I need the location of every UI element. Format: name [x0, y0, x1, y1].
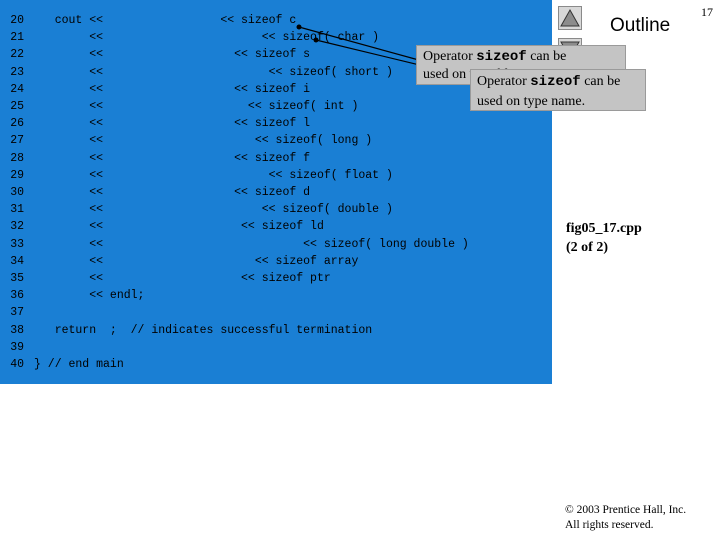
line-number: 22 — [10, 48, 24, 62]
code-line: 37 — [0, 304, 552, 321]
callout-variable-prefix: Operator — [423, 49, 477, 64]
code-text: return ; // indicates successful termina… — [34, 323, 373, 337]
code-text: cout << << sizeof c — [34, 14, 297, 27]
code-text: << << sizeof s — [34, 48, 311, 62]
code-line: 28 << << sizeof f — [0, 150, 552, 167]
code-line: 22 << << sizeof s — [0, 46, 552, 63]
code-line: 33 << << sizeof( long double ) — [0, 236, 552, 253]
code-line: 27 << << sizeof( long ) — [0, 132, 552, 149]
code-text: << << sizeof d — [34, 186, 311, 199]
code-text: << << sizeof( int ) — [34, 100, 359, 113]
outline-title: Outline — [610, 15, 671, 36]
code-text: << << sizeof array — [34, 254, 359, 268]
code-text: << << sizeof( float ) — [34, 168, 393, 182]
code-text: << << sizeof f — [34, 151, 311, 165]
copyright: © 2003 Prentice Hall, Inc. All rights re… — [565, 503, 686, 533]
line-number: 33 — [10, 237, 24, 251]
code-line: 26 << << sizeof l — [0, 115, 552, 132]
callout-type-suffix: can be — [580, 74, 621, 89]
callout-type-code: sizeof — [530, 74, 581, 90]
line-number: 36 — [10, 289, 24, 303]
line-number: 28 — [10, 151, 24, 165]
line-number: 23 — [10, 65, 24, 79]
line-number: 29 — [10, 168, 24, 182]
code-line: 32 << << sizeof ld — [0, 218, 552, 235]
code-line: 30 << << sizeof d — [0, 184, 552, 201]
copyright-line2: All rights reserved. — [565, 519, 654, 531]
code-line: 36 << endl; — [0, 287, 552, 304]
code-line: 25 << << sizeof( int ) — [0, 98, 552, 115]
code-text: << endl; — [34, 289, 145, 303]
code-text: << << sizeof i — [34, 82, 311, 96]
line-number: 34 — [10, 254, 24, 268]
line-number: 37 — [10, 306, 24, 320]
code-text: << << sizeof( short ) — [34, 65, 393, 79]
callout-variable-code: sizeof — [476, 49, 527, 65]
code-line: 24 << << sizeof i — [0, 81, 552, 98]
line-number: 25 — [10, 100, 24, 113]
code-line: 31 << << sizeof( double ) — [0, 201, 552, 218]
copyright-line1: © 2003 Prentice Hall, Inc. — [565, 504, 687, 516]
callout-type-line2: used on type name. — [477, 94, 586, 109]
line-number: 27 — [10, 134, 24, 148]
code-text: << << sizeof( long ) — [34, 134, 373, 148]
line-number: 35 — [10, 272, 24, 285]
code-line: 23 << << sizeof( short ) — [0, 64, 552, 81]
file-part: (2 of 2) — [566, 240, 608, 255]
line-number: 21 — [10, 31, 24, 45]
file-label: fig05_17.cpp (2 of 2) — [566, 219, 642, 257]
code-line: 39 — [0, 339, 552, 356]
code-line: 20 cout << << sizeof c — [0, 12, 552, 29]
code-text: << << sizeof ld — [34, 220, 324, 234]
code-line: 40 } // end main — [0, 356, 552, 373]
line-number: 32 — [10, 220, 24, 234]
code-text: << << sizeof l — [34, 117, 311, 131]
line-number: 38 — [10, 323, 24, 337]
code-text: << << sizeof ptr — [34, 272, 331, 285]
file-name: fig05_17.cpp — [566, 221, 642, 236]
line-number: 31 — [10, 203, 24, 217]
page-number: 17 — [701, 5, 713, 19]
line-number: 24 — [10, 82, 24, 96]
callout-type-prefix: Operator — [477, 74, 531, 89]
line-number: 30 — [10, 186, 24, 199]
code-line: 34 << << sizeof array — [0, 253, 552, 270]
code-text: << << sizeof( long double ) — [34, 237, 469, 251]
code-line: 29 << << sizeof( float ) — [0, 167, 552, 184]
line-number: 26 — [10, 117, 24, 131]
callout-type-name: Operator sizeof can be used on type name… — [470, 69, 646, 111]
code-line: 38 return ; // indicates successful term… — [0, 322, 552, 339]
outline-up-button[interactable] — [558, 6, 582, 30]
code-text: << << sizeof( double ) — [34, 203, 393, 217]
line-number: 39 — [10, 340, 24, 354]
line-number: 20 — [10, 14, 24, 27]
triangle-up-icon — [560, 8, 580, 27]
code-text: } // end main — [34, 358, 124, 371]
callout-variable-suffix: can be — [526, 49, 567, 64]
code-line: 35 << << sizeof ptr — [0, 270, 552, 287]
line-number: 40 — [10, 358, 24, 371]
